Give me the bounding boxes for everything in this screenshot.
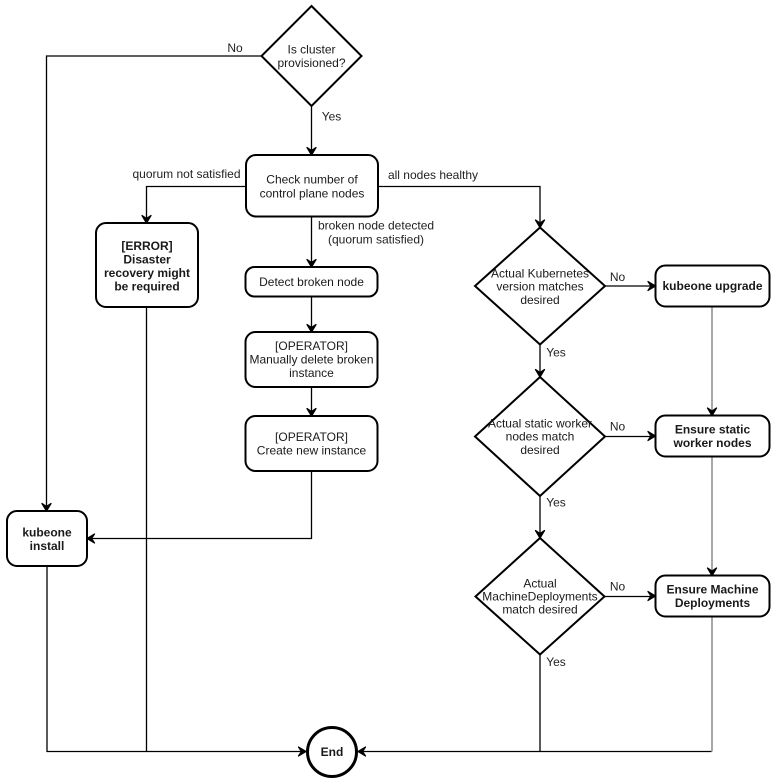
svg-text:kubeone: kubeone [22,526,72,540]
svg-text:match desired: match desired [502,603,577,617]
svg-text:No: No [610,420,626,434]
svg-text:Actual Kubernetes: Actual Kubernetes [491,267,589,281]
svg-text:nodes match: nodes match [506,430,575,444]
svg-text:Yes: Yes [322,110,342,124]
svg-text:Yes: Yes [546,346,566,360]
svg-text:Actual: Actual [523,576,556,590]
svg-text:Disaster: Disaster [123,252,171,266]
svg-text:No: No [227,41,243,55]
svg-text:No: No [610,580,626,594]
svg-text:(quorum satisfied): (quorum satisfied) [328,233,424,247]
svg-text:[ERROR]: [ERROR] [121,239,172,253]
svg-text:worker nodes: worker nodes [672,436,751,450]
svg-text:Detect broken node: Detect broken node [259,275,364,289]
svg-text:Yes: Yes [546,655,566,669]
svg-text:instance: instance [289,366,334,380]
svg-text:be required: be required [114,279,179,293]
svg-text:No: No [610,270,626,284]
svg-text:Ensure Machine: Ensure Machine [666,582,758,596]
svg-text:Create new instance: Create new instance [257,444,367,458]
svg-text:install: install [30,539,65,553]
svg-text:Actual static worker: Actual static worker [488,417,592,431]
svg-text:version matches: version matches [496,280,583,294]
svg-text:quorum not satisfied: quorum not satisfied [132,167,240,181]
svg-text:provisioned?: provisioned? [277,56,345,70]
svg-text:broken node detected: broken node detected [318,219,434,233]
svg-text:Manually delete broken: Manually delete broken [249,353,373,367]
svg-text:[OPERATOR]: [OPERATOR] [275,339,348,353]
svg-text:all nodes healthy: all nodes healthy [388,168,478,182]
svg-text:[OPERATOR]: [OPERATOR] [275,430,348,444]
svg-text:kubeone upgrade: kubeone upgrade [662,279,762,293]
svg-text:Yes: Yes [546,496,566,510]
svg-text:desired: desired [520,293,559,307]
svg-text:Ensure static: Ensure static [675,422,751,436]
svg-text:desired: desired [520,443,559,457]
svg-text:Deployments: Deployments [675,596,751,610]
svg-text:recovery might: recovery might [104,266,190,280]
svg-text:Is cluster: Is cluster [287,42,335,56]
svg-text:End: End [321,745,344,759]
svg-text:MachineDeployments: MachineDeployments [482,590,597,604]
svg-text:Check number of: Check number of [266,173,358,187]
svg-text:control plane nodes: control plane nodes [260,187,365,201]
